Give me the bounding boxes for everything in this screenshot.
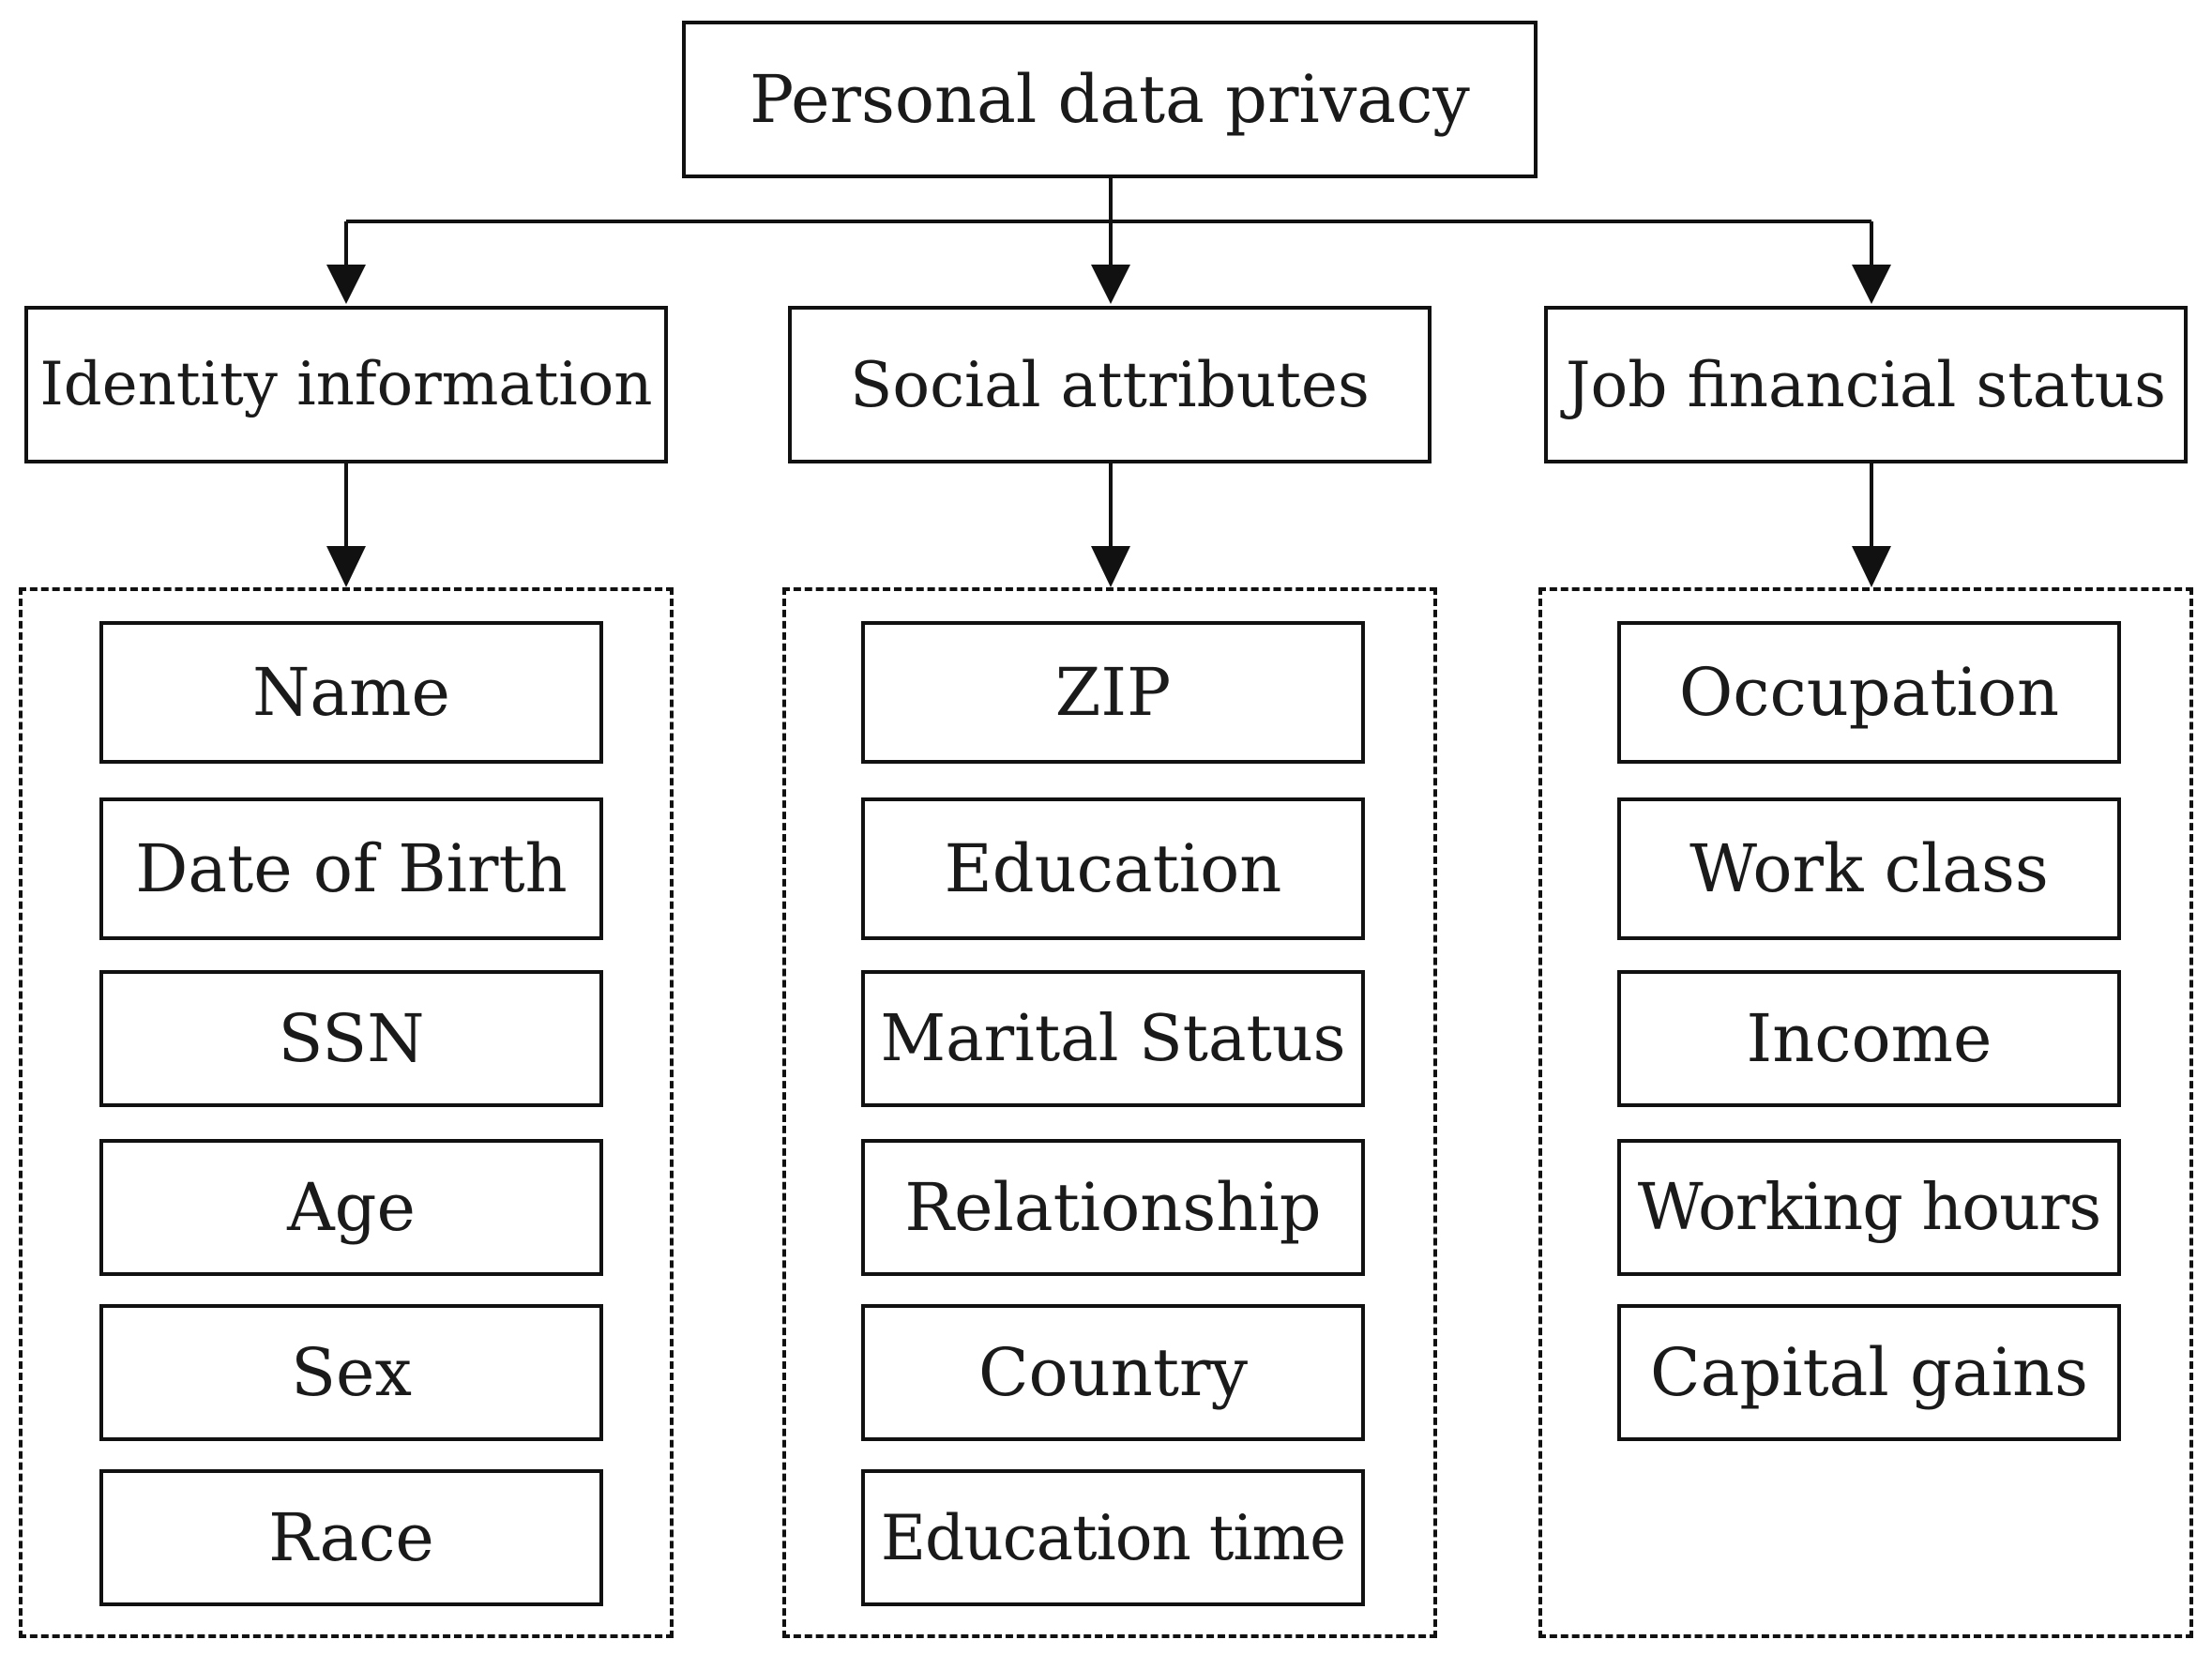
item-label: Sex <box>291 1334 412 1411</box>
category-label: Social attributes <box>850 348 1370 421</box>
item-label: Marital Status <box>880 1001 1346 1076</box>
item-label: Name <box>252 654 450 731</box>
root-node-label: Personal data privacy <box>750 61 1470 138</box>
item-capital-gains: Capital gains <box>1617 1304 2121 1441</box>
item-label: Education <box>944 830 1282 907</box>
item-label: Income <box>1746 1000 1992 1077</box>
category-label: Identity information <box>39 350 653 419</box>
item-marital-status: Marital Status <box>861 970 1365 1107</box>
job-financial-status-group <box>1538 587 2193 1638</box>
arrow-to-identity-group <box>326 463 366 587</box>
item-education-time: Education time <box>861 1469 1365 1606</box>
arrow-to-social-attributes <box>1091 221 1130 304</box>
item-date-of-birth: Date of Birth <box>99 797 603 940</box>
item-income: Income <box>1617 970 2121 1107</box>
item-race: Race <box>99 1469 603 1606</box>
category-job-financial-status: Job financial status <box>1544 306 2188 463</box>
item-label: Working hours <box>1637 1170 2102 1245</box>
item-age: Age <box>99 1139 603 1276</box>
arrow-to-job-financial-status <box>1852 221 1891 304</box>
item-label: Country <box>977 1334 1248 1411</box>
item-label: Work class <box>1689 830 2049 907</box>
root-node: Personal data privacy <box>682 21 1538 178</box>
item-label: SSN <box>278 1000 425 1077</box>
item-country: Country <box>861 1304 1365 1441</box>
item-relationship: Relationship <box>861 1139 1365 1276</box>
item-working-hours: Working hours <box>1617 1139 2121 1276</box>
arrow-to-identity-information <box>326 221 366 304</box>
item-zip: ZIP <box>861 621 1365 764</box>
item-label: Education time <box>880 1501 1346 1574</box>
item-work-class: Work class <box>1617 797 2121 940</box>
identity-information-group <box>19 587 674 1638</box>
item-label: Race <box>268 1499 434 1576</box>
item-name: Name <box>99 621 603 764</box>
arrow-to-job-group <box>1852 463 1891 587</box>
item-sex: Sex <box>99 1304 603 1441</box>
item-ssn: SSN <box>99 970 603 1107</box>
item-label: Occupation <box>1678 654 2060 731</box>
item-education: Education <box>861 797 1365 940</box>
category-label: Job financial status <box>1566 348 2166 421</box>
social-attributes-group <box>782 587 1437 1638</box>
item-label: ZIP <box>1054 654 1172 731</box>
item-label: Relationship <box>904 1169 1322 1246</box>
arrow-to-social-group <box>1091 463 1130 587</box>
item-label: Age <box>287 1169 416 1246</box>
item-occupation: Occupation <box>1617 621 2121 764</box>
item-label: Capital gains <box>1650 1334 2088 1411</box>
category-identity-information: Identity information <box>24 306 668 463</box>
item-label: Date of Birth <box>135 830 568 907</box>
category-social-attributes: Social attributes <box>788 306 1432 463</box>
